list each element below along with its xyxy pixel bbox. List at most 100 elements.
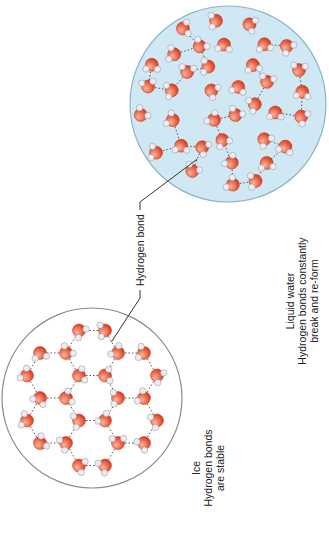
hydrogen-atom bbox=[43, 353, 49, 359]
hydrogen-atom bbox=[75, 334, 81, 340]
water-molecule bbox=[256, 38, 274, 53]
water-molecule bbox=[135, 343, 150, 361]
hydrogen-atom bbox=[98, 333, 104, 339]
hydrogen-atom bbox=[266, 114, 272, 120]
hydrogen-atom bbox=[120, 435, 126, 441]
water-molecule bbox=[275, 140, 292, 155]
water-molecule bbox=[208, 12, 223, 30]
circle-caption: Liquid waterHydrogen bonds constantly br… bbox=[284, 231, 320, 371]
hydrogen-atom bbox=[148, 155, 154, 161]
hydrogen-atom bbox=[229, 105, 235, 111]
hydrogen-atom bbox=[168, 45, 174, 51]
water-molecule bbox=[229, 105, 246, 121]
water-molecule bbox=[166, 45, 181, 63]
water-molecule bbox=[110, 389, 124, 407]
water-molecule bbox=[163, 82, 178, 100]
state-description: Hydrogen bonds are stable bbox=[202, 422, 226, 514]
ice-circle: IceHydrogen bonds are stable bbox=[0, 306, 184, 490]
water-molecule bbox=[134, 105, 151, 122]
hydrogen-atom bbox=[69, 399, 75, 405]
water-molecule bbox=[280, 39, 297, 56]
hydrogen-atom bbox=[165, 94, 171, 100]
liquid-water-circle: Liquid waterHydrogen bonds constantly br… bbox=[128, 4, 328, 204]
hydrogen-atom bbox=[101, 470, 107, 476]
hydrogen-atom bbox=[134, 398, 140, 404]
hydrogen-atom bbox=[250, 108, 256, 114]
hydrogen-atom bbox=[183, 19, 189, 25]
hydrogen-atom bbox=[141, 447, 147, 453]
hydrogen-atom bbox=[196, 167, 202, 173]
water-molecule bbox=[18, 411, 33, 428]
water-molecule bbox=[266, 106, 284, 120]
callout-label: Hydrogen bond bbox=[134, 214, 146, 286]
hydrogen-atom bbox=[56, 437, 62, 443]
hydrogen-atom bbox=[108, 351, 114, 357]
hydrogen-atom bbox=[18, 422, 24, 428]
hydrogen-atom bbox=[136, 105, 142, 111]
hydrogen-atom bbox=[81, 377, 87, 383]
water-molecule bbox=[32, 346, 50, 361]
hydrogen-atom bbox=[106, 366, 112, 372]
hydrogen-atom bbox=[73, 424, 79, 430]
hydrogen-atom bbox=[293, 92, 299, 98]
hydrogen-atom bbox=[245, 67, 251, 73]
hydrogen-atom bbox=[32, 355, 38, 361]
hydrogen-atom bbox=[179, 64, 185, 70]
water-molecule bbox=[245, 59, 263, 74]
water-molecule bbox=[259, 73, 276, 88]
water-molecule bbox=[291, 62, 309, 77]
water-molecule bbox=[215, 38, 233, 53]
hydrogen-atom bbox=[17, 375, 23, 381]
water-molecule bbox=[95, 459, 112, 476]
hydrogen-atom bbox=[304, 93, 310, 99]
hydrogen-atom bbox=[204, 43, 210, 49]
hydrogen-atom bbox=[291, 62, 297, 68]
hydrogen-atom bbox=[185, 30, 191, 36]
water-molecule bbox=[109, 435, 127, 449]
hydrogen-atom bbox=[226, 138, 232, 144]
water-molecule bbox=[151, 369, 167, 386]
hydrogen-atom bbox=[23, 365, 29, 371]
water-molecule bbox=[193, 36, 210, 53]
hydrogen-atom bbox=[82, 458, 88, 464]
hydrogen-atom bbox=[268, 135, 274, 141]
hydrogen-atom bbox=[226, 46, 232, 52]
hydrogen-atom bbox=[240, 89, 246, 95]
water-molecule bbox=[245, 97, 261, 114]
water-molecule bbox=[95, 410, 112, 427]
water-molecule bbox=[73, 458, 89, 475]
water-molecule bbox=[293, 85, 311, 99]
hydrogen-atom bbox=[150, 78, 156, 84]
water-molecule bbox=[143, 58, 161, 72]
hydrogen-atom bbox=[258, 165, 264, 171]
hydrogen-atom bbox=[249, 28, 255, 34]
hydrogen-atom bbox=[239, 111, 245, 117]
water-molecule bbox=[108, 343, 125, 360]
water-molecule bbox=[258, 133, 275, 150]
hydrogen-atom bbox=[152, 424, 158, 430]
hydrogen-atom bbox=[149, 143, 155, 149]
hydrogen-atom bbox=[95, 460, 101, 466]
water-molecule bbox=[163, 110, 179, 127]
hydrogen-atom bbox=[275, 146, 281, 152]
hydrogen-atom bbox=[109, 436, 115, 442]
hydrogen-atom bbox=[245, 97, 251, 103]
hydrogen-atom bbox=[291, 42, 297, 48]
leader-line bbox=[140, 159, 197, 210]
water-molecule bbox=[221, 152, 238, 169]
water-molecule bbox=[134, 388, 150, 405]
hydrogen-atom bbox=[305, 111, 311, 117]
hydrogen-atom bbox=[252, 17, 258, 23]
hydrogen-atom bbox=[61, 343, 67, 349]
hydrogen-atom bbox=[21, 411, 27, 417]
hydrogen-atom bbox=[168, 110, 174, 116]
hydrogen-atom bbox=[103, 410, 109, 416]
hydrogen-atom bbox=[195, 36, 201, 42]
water-molecule bbox=[179, 64, 197, 79]
molecule-illustration bbox=[0, 306, 184, 490]
hydrogen-atom bbox=[95, 418, 101, 424]
hydrogen-atom bbox=[38, 433, 44, 439]
hydrogen-atom bbox=[223, 184, 229, 190]
hydrogen-atom bbox=[143, 66, 149, 72]
